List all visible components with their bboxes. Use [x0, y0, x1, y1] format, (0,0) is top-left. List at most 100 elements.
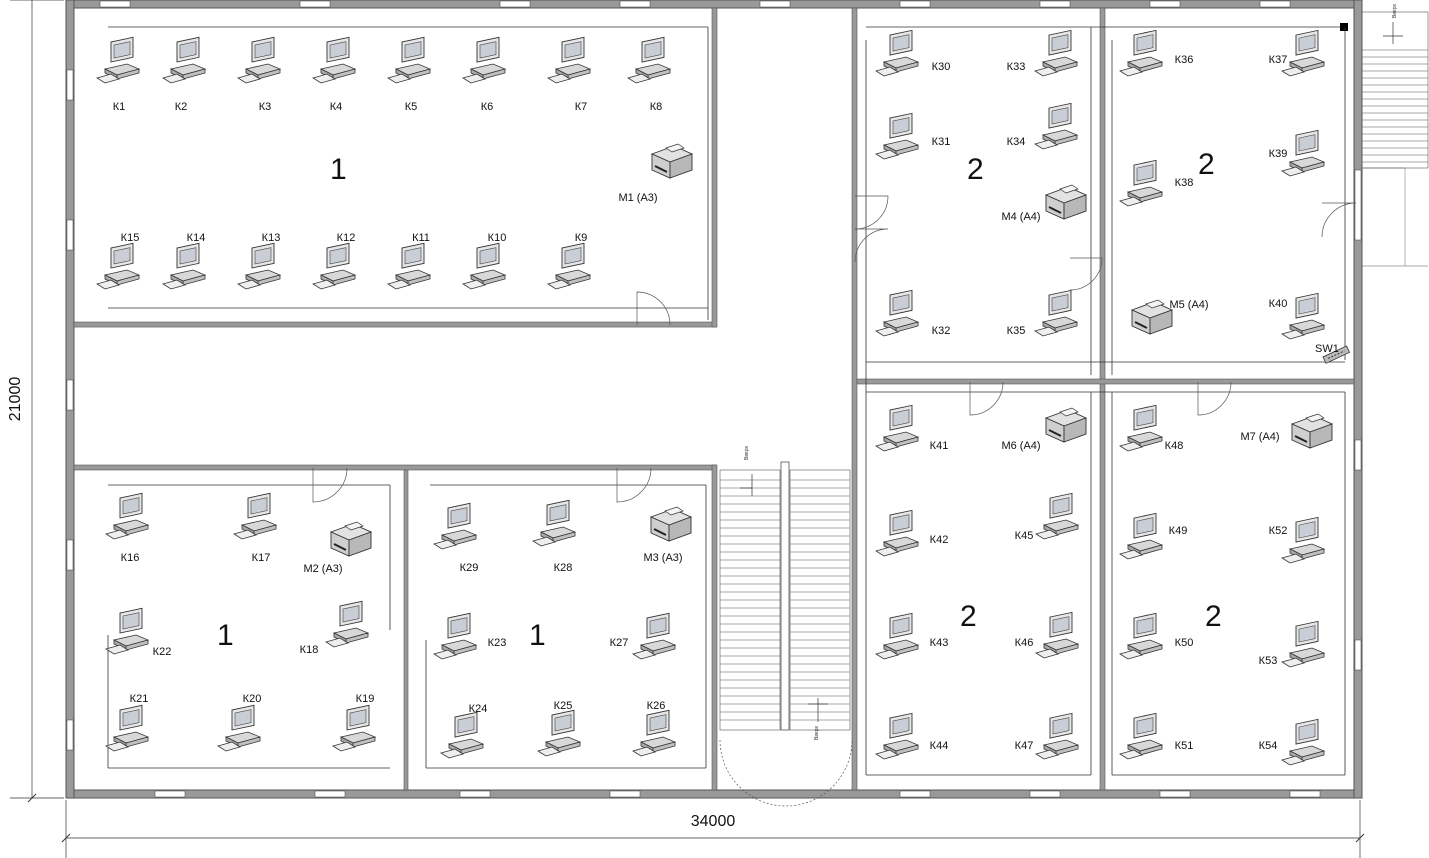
- computer: К5: [387, 36, 432, 113]
- computer: К30: [875, 29, 951, 77]
- computer-label: К46: [1015, 637, 1034, 649]
- computer-label: К33: [1007, 61, 1026, 73]
- printers: М1 (А3)М2 (А3)М3 (А3)М4 (А4)М5 (А4)М6 (А…: [303, 143, 1334, 575]
- stair-label: Вверх: [1392, 4, 1398, 18]
- room-number: 2: [1205, 600, 1222, 633]
- computer: К20: [217, 693, 261, 752]
- computer: К44: [875, 712, 949, 760]
- computer: К10: [462, 232, 506, 290]
- computer-label: К35: [1007, 325, 1026, 337]
- computer: К7: [547, 36, 592, 113]
- computer: К45: [1015, 492, 1080, 542]
- computer: К6: [462, 36, 507, 113]
- walls: [65, 0, 1363, 799]
- computer: К16: [105, 492, 150, 564]
- computer: К9: [547, 232, 592, 290]
- computer: К3: [237, 36, 282, 113]
- computer-label: К1: [113, 101, 126, 113]
- computer-label: К41: [930, 440, 949, 452]
- printer-label: М6 (А4): [1001, 440, 1040, 452]
- computer: К51: [1119, 712, 1193, 760]
- computer-label: К29: [460, 562, 479, 574]
- computer-label: К17: [252, 552, 271, 564]
- computer-label: К48: [1165, 440, 1184, 452]
- computer-label: К23: [488, 637, 507, 649]
- computer-label: К43: [930, 637, 949, 649]
- computer-label: К39: [1269, 148, 1288, 160]
- switch-label: SW1: [1315, 343, 1339, 355]
- computer: К12: [312, 232, 357, 290]
- computer: К38: [1119, 159, 1194, 207]
- computer: К14: [162, 232, 207, 290]
- computer-label: К42: [930, 534, 949, 546]
- computer-label: К30: [932, 61, 951, 73]
- room-number: 2: [960, 600, 977, 633]
- computer: К35: [1007, 289, 1079, 337]
- network-switch: SW1: [1315, 343, 1351, 364]
- computer-label: К52: [1269, 525, 1288, 537]
- computer: К33: [1007, 29, 1079, 77]
- computer-label: К25: [554, 700, 573, 712]
- room-number: 1: [529, 619, 546, 652]
- computer-label: К11: [412, 232, 430, 244]
- computer: К15: [96, 232, 141, 290]
- computer: К48: [1119, 404, 1184, 452]
- computer-label: К54: [1259, 740, 1278, 752]
- room-number: 2: [1198, 148, 1215, 181]
- computer: К53: [1259, 620, 1326, 668]
- printer-label: М4 (А4): [1001, 211, 1040, 223]
- computer-label: К12: [337, 232, 356, 244]
- computer-label: К8: [650, 101, 663, 113]
- computer: К28: [532, 499, 577, 574]
- computer-label: К45: [1015, 530, 1034, 542]
- computer: К23: [433, 612, 507, 660]
- computer: К2: [162, 36, 207, 113]
- computer: К34: [1007, 102, 1079, 150]
- computer-label: К44: [930, 740, 949, 752]
- computer: К40: [1269, 292, 1326, 340]
- computer-label: К47: [1015, 740, 1034, 752]
- computer-label: К4: [330, 101, 343, 113]
- computer-label: К36: [1175, 54, 1194, 66]
- computer-label: К2: [175, 101, 188, 113]
- printer-label: М7 (А4): [1240, 431, 1279, 443]
- width-dimension: 34000: [691, 813, 736, 830]
- computer-label: К19: [356, 693, 375, 705]
- computer-label: К14: [187, 232, 206, 244]
- computer-label: К24: [469, 703, 488, 715]
- computer: К37: [1269, 29, 1326, 77]
- printer: М2 (А3): [303, 521, 373, 575]
- computer-label: К15: [121, 232, 140, 244]
- computer: К32: [875, 289, 950, 337]
- printer: М7 (А4): [1240, 413, 1334, 449]
- computer-label: К22: [153, 646, 172, 658]
- computer: К52: [1269, 516, 1326, 564]
- computer: К26: [632, 700, 677, 757]
- computer-label: К28: [554, 562, 573, 574]
- stair-label: Вверх: [744, 446, 750, 460]
- computer: К39: [1269, 129, 1326, 177]
- printer: М1 (А3): [618, 143, 694, 204]
- computer-label: К50: [1175, 637, 1194, 649]
- computer-label: К34: [1007, 136, 1026, 148]
- computer: К46: [1015, 611, 1080, 659]
- computer: К21: [105, 693, 150, 752]
- room-number: 1: [217, 619, 234, 652]
- computer: К4: [312, 36, 357, 113]
- computer-label: К26: [647, 700, 666, 712]
- computer-label: К49: [1169, 525, 1188, 537]
- computer: К11: [387, 232, 432, 290]
- computer-label: К38: [1175, 177, 1194, 189]
- height-dimension: 21000: [7, 377, 24, 422]
- computer: К47: [1015, 712, 1080, 760]
- room-numbers: 1 2 2 1 1 2 2: [217, 148, 1222, 652]
- dimension-lines: 34000 21000: [7, 0, 1365, 858]
- computer: К1: [96, 36, 141, 113]
- computer-label: К37: [1269, 54, 1288, 66]
- printer: М6 (А4): [1001, 407, 1088, 452]
- computer: К22: [105, 607, 172, 658]
- computer: К19: [332, 693, 377, 752]
- computer-label: К3: [259, 101, 272, 113]
- computer-label: К40: [1269, 298, 1288, 310]
